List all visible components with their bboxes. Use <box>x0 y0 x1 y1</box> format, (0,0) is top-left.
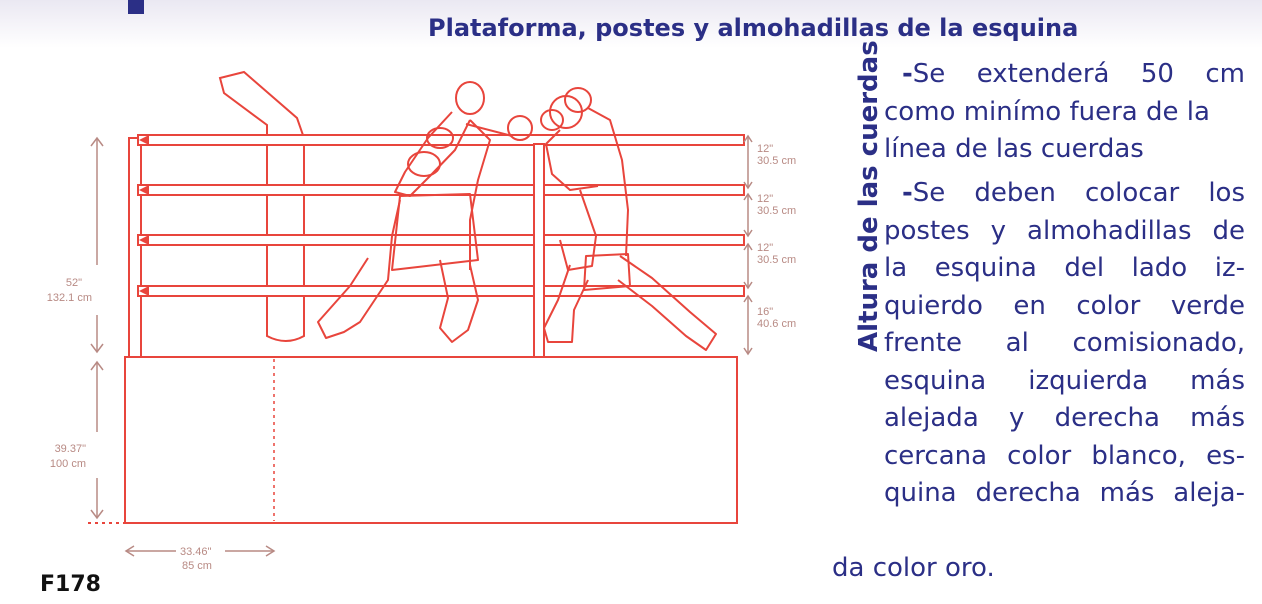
boxer-right-figure <box>540 87 717 351</box>
bullet-2-line-3: la esquina del lado iz- <box>884 253 1245 283</box>
rope-gap-4-in: 16" <box>757 306 773 318</box>
total-height-label-cm: 132.1 cm <box>47 292 92 304</box>
bullet-2: -Se deben colocar los postes y almohadil… <box>884 175 1245 513</box>
platform-height-label-cm: 100 cm <box>50 458 86 470</box>
bullet-2-last-line: da color oro. <box>832 553 995 583</box>
corner-post-center-front <box>533 143 545 358</box>
platform-width-label-cm: 85 cm <box>182 560 212 570</box>
page-title: Plataforma, postes y almohadillas de la … <box>428 14 1079 42</box>
rope-gap-1-in: 12" <box>757 143 773 155</box>
bullet-2-line-6: esquina izquierda más <box>884 365 1245 396</box>
rope-gap-4-cm: 40.6 cm <box>757 318 796 330</box>
bullet-1-mark: - <box>902 59 913 89</box>
rope-gap-3-in: 12" <box>757 242 773 254</box>
rope-end-arrows <box>139 135 149 296</box>
ring-ropes <box>137 134 745 297</box>
figure-id: F178 <box>40 572 101 597</box>
bullet-1: -Se extenderá 50 cm como minímo fuera de… <box>884 56 1245 169</box>
bullet-2-line-2: postes y almohadillas de <box>884 215 1245 246</box>
bullet-1-line-3: línea de las cuerdas <box>884 134 1144 164</box>
boxer-left-figure <box>317 81 533 343</box>
bullet-2-line-9: quina derecha más aleja- <box>884 478 1245 508</box>
dimension-lines-left <box>90 136 276 557</box>
rope-gap-1-cm: 30.5 cm <box>757 155 796 167</box>
bullet-2-line-5: frente al comisionado, <box>884 328 1245 358</box>
rope-gap-3-cm: 30.5 cm <box>757 254 796 266</box>
bullet-2-line-7: alejada y derecha más <box>884 403 1245 433</box>
header-band <box>0 0 1262 48</box>
bullet-2-line-8: cercana color blanco, es- <box>884 440 1245 471</box>
rope-gap-2-in: 12" <box>757 193 773 205</box>
rope-4 <box>137 285 745 297</box>
bullet-1-first-line: -Se extenderá 50 cm <box>902 59 1245 89</box>
rope-2 <box>137 184 745 196</box>
platform-width-label-in: 33.46" <box>180 546 212 558</box>
bullet-1-line-2: como minímo fuera de la <box>884 96 1210 127</box>
rope-3 <box>137 234 745 246</box>
total-height-label-in: 52" <box>66 277 82 289</box>
corner-pad <box>218 70 305 342</box>
rope-height-vertical-label: Altura de las cuerdas <box>854 40 884 352</box>
boxing-ring-diagram: 52" 132.1 cm 39.37" 100 cm 33.46" 85 cm … <box>47 70 796 570</box>
rope-1 <box>137 134 745 146</box>
corner-post-left <box>128 137 142 358</box>
rope-gap-2-cm: 30.5 cm <box>757 205 796 217</box>
bullet-2-mark: - <box>902 178 913 208</box>
header-tab-mark <box>128 0 144 14</box>
bullet-2-line-4: quierdo en color verde <box>884 290 1245 321</box>
ring-platform <box>124 356 738 524</box>
platform-height-label-in: 39.37" <box>55 443 87 455</box>
bullet-2-first-line: -Se deben colocar los <box>902 178 1245 208</box>
dimension-lines-right <box>743 134 753 356</box>
